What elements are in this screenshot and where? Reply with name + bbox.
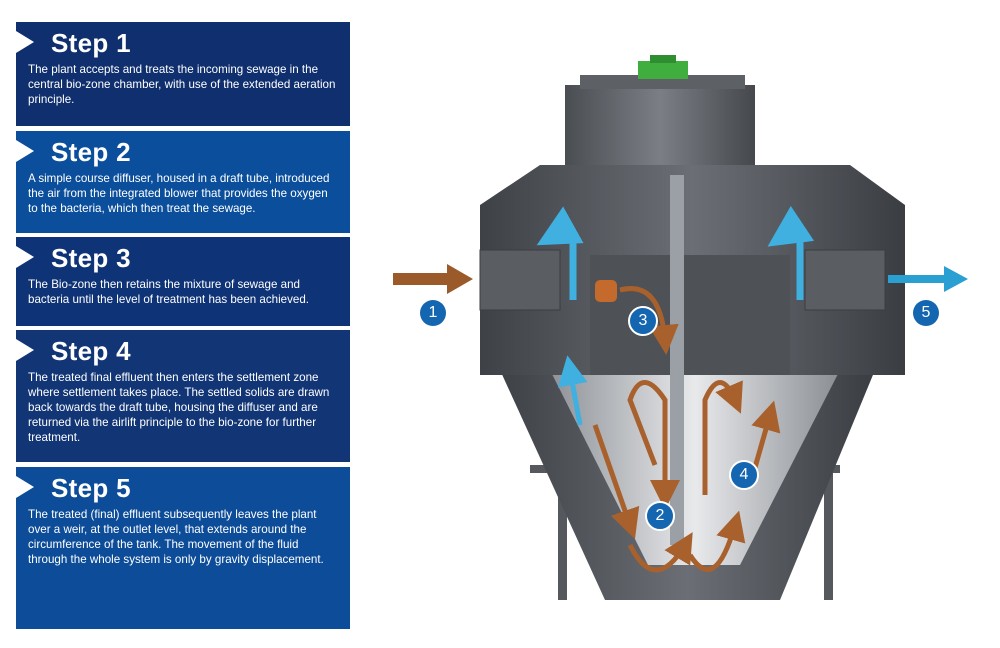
chevron-right-icon	[16, 246, 34, 268]
step-5-title: Step 5	[51, 473, 131, 503]
lid-cap	[650, 55, 676, 63]
green-lid	[638, 61, 688, 79]
step-4-title: Step 4	[51, 336, 131, 366]
step-1-title: Step 1	[51, 28, 131, 58]
outflow-arrow-icon	[888, 266, 968, 292]
step-marker-1: 1	[420, 300, 446, 326]
step-4-text: The treated final effluent then enters t…	[28, 371, 330, 444]
blue-flow-lower	[557, 355, 588, 426]
step-marker-3: 3	[628, 306, 658, 336]
step-5-panel: Step 5 The treated (final) effluent subs…	[16, 467, 350, 629]
blue-flow-right	[767, 205, 815, 300]
chevron-right-icon	[16, 140, 34, 162]
inlet-port	[479, 249, 561, 311]
step-1-text: The plant accepts and treats the incomin…	[28, 63, 336, 106]
step-5-text: The treated (final) effluent subsequentl…	[28, 508, 324, 566]
brown-circulation-arrows	[592, 286, 781, 573]
bio-zone-chamber	[590, 255, 790, 375]
outlet-port	[804, 249, 886, 311]
chevron-right-icon	[16, 476, 34, 498]
step-marker-5: 5	[913, 300, 939, 326]
chevron-right-icon	[16, 31, 34, 53]
step-marker-4: 4	[729, 460, 759, 490]
blue-flow-left	[536, 206, 584, 300]
draft-tube	[670, 175, 684, 545]
step-marker-2: 2	[645, 501, 675, 531]
tank-collar	[565, 85, 755, 165]
chevron-right-icon	[16, 339, 34, 361]
inflow-arrow-icon	[393, 264, 473, 294]
step-2-panel: Step 2 A simple course diffuser, housed …	[16, 131, 350, 233]
step-3-title: Step 3	[51, 243, 131, 273]
step-4-panel: Step 4 The treated final effluent then e…	[16, 330, 350, 462]
step-2-title: Step 2	[51, 137, 131, 167]
step-3-panel: Step 3 The Bio-zone then retains the mix…	[16, 237, 350, 326]
collar-rim	[580, 75, 745, 89]
step-3-text: The Bio-zone then retains the mixture of…	[28, 278, 310, 306]
step-2-text: A simple course diffuser, housed in a dr…	[28, 172, 330, 215]
sewage-tank-diagram	[479, 55, 905, 600]
step-1-panel: Step 1 The plant accepts and treats the …	[16, 22, 350, 126]
inlet-pipe	[595, 280, 617, 302]
